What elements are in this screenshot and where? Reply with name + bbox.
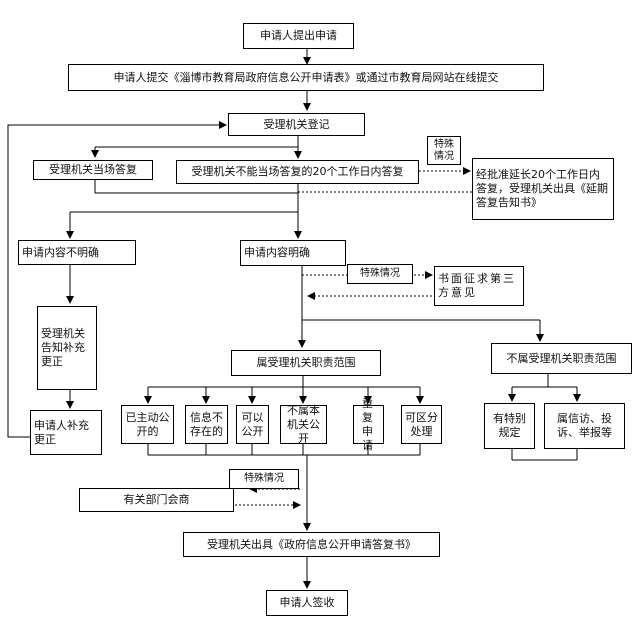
category-petition: 属信访、投诉、举报等	[544, 403, 625, 449]
category-partial: 可区分处理	[401, 405, 442, 444]
step-applicant-correction: 申请人补充更正	[30, 410, 102, 455]
special-case-label: 特殊情况	[229, 469, 299, 489]
step-unclear: 申请内容不明确	[18, 240, 136, 265]
step-third-party-opinion: 书面征求第三方意见	[434, 266, 524, 306]
step-notify-correction: 受理机关告知补充更正	[37, 306, 97, 390]
category-repeat: 重复申请	[353, 397, 384, 452]
category-can-disclose: 可以公开	[236, 405, 269, 444]
step-sign: 申请人签收	[266, 590, 348, 616]
step-extension: 经批准延长20个工作日内答复，受理机关出具《延期答复告知书》	[472, 158, 614, 220]
step-issue-reply: 受理机关出具《政府信息公开申请答复书》	[183, 532, 440, 557]
step-start: 申请人提出申请	[243, 23, 354, 49]
category-not-own: 不属本机关公开	[280, 404, 327, 445]
step-in-scope: 属受理机关职责范围	[231, 350, 381, 376]
step-register: 受理机关登记	[228, 113, 365, 136]
category-special-rules: 有特别规定	[484, 403, 535, 449]
step-clear: 申请内容明确	[240, 240, 346, 266]
special-case-label: 特殊 情况	[427, 136, 461, 165]
category-not-exist: 信息不存在的	[185, 405, 228, 444]
step-submit: 申请人提交《淄博市教育局政府信息公开申请表》或通过市教育局网站在线提交	[68, 64, 544, 91]
special-case-label: 特殊情况	[347, 264, 413, 284]
step-out-of-scope: 不属受理机关职责范围	[491, 343, 632, 374]
step-reply-on-site: 受理机关当场答复	[33, 160, 153, 180]
category-disclosed: 已主动公开的	[121, 405, 174, 444]
step-consult: 有关部门会商	[79, 488, 234, 512]
step-reply-20-days: 受理机关不能当场答复的20个工作日内答复	[176, 160, 419, 184]
